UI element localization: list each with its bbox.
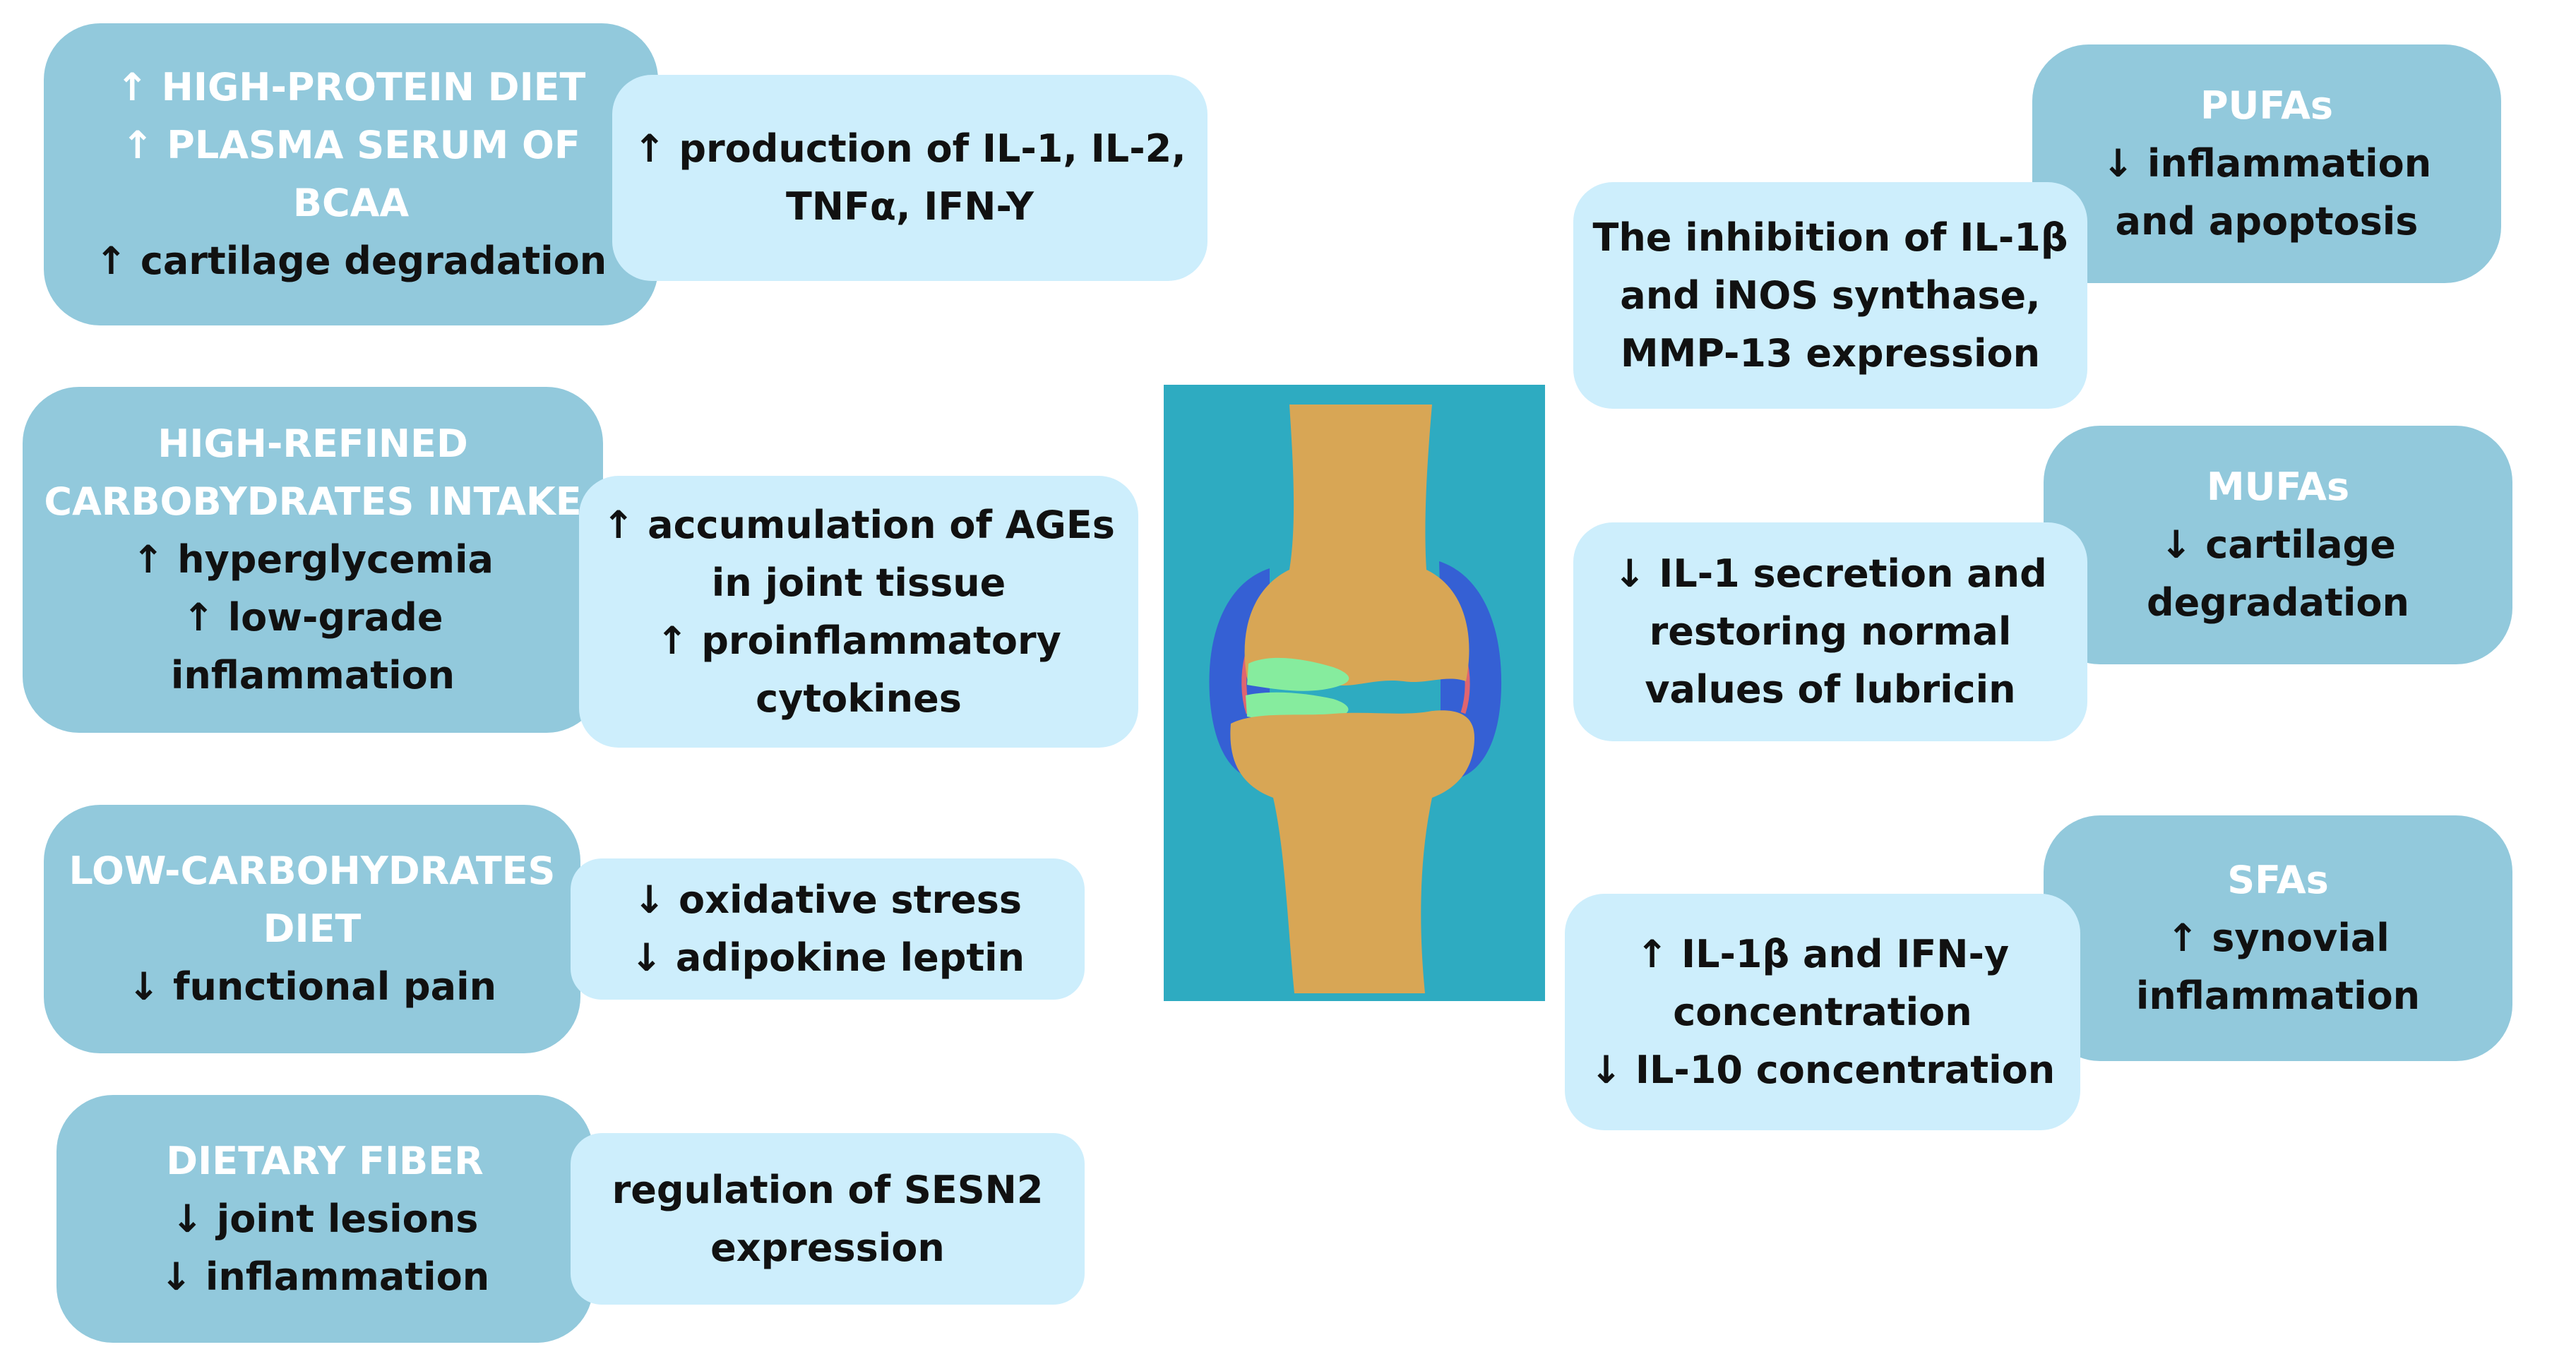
cartilage-degradation-text: cartilage degradation: [140, 239, 607, 283]
hyperglycemia-text: hyperglycemia: [177, 537, 494, 582]
regulation-of-sesn2-text: regulation of SESN2: [612, 1167, 1044, 1212]
dietary-fiber-heading: DIETARY FIBER: [166, 1138, 484, 1183]
functional-pain-text: functional pain: [173, 964, 497, 1009]
oxidative-stress-text: oxidative stress: [679, 878, 1022, 922]
refined-carbs-effect-box: ↑ accumulation of AGEs in joint tissue ↑…: [579, 476, 1138, 748]
up-arrow-icon: ↑: [2166, 916, 2199, 960]
up-arrow-icon: ↑: [602, 502, 635, 547]
high-protein-diet-heading: HIGH-PROTEIN DIET: [161, 65, 586, 109]
tnf-ifn-text: TNFα, IFN-Y: [785, 184, 1034, 229]
down-arrow-icon: ↓: [1590, 1047, 1623, 1092]
sfas-heading: SFAs: [2227, 858, 2329, 902]
low-carb-diet-box: LOW-CARBOHYDRATES DIET ↓ functional pain: [44, 805, 580, 1053]
lower-bone: [1230, 710, 1474, 993]
il1-secretion-text: IL-1 secretion and: [1659, 551, 2047, 596]
up-arrow-icon: ↑: [633, 126, 666, 171]
il10-concentration-text: IL-10 concentration: [1635, 1047, 2056, 1092]
down-arrow-icon: ↓: [633, 878, 666, 922]
mufas-heading: MUFAs: [2206, 465, 2350, 509]
low-grade-text: low-grade: [227, 595, 443, 640]
pufa-inflammation-text: inflammation: [2147, 141, 2432, 186]
inos-synthase-text: and iNOS synthase,: [1620, 273, 2041, 318]
mufas-box: MUFAs ↓ cartilage degradation: [2044, 426, 2512, 664]
inflammation-text: inflammation: [170, 653, 455, 698]
knee-joint-illustration: [1164, 385, 1545, 1001]
production-of-il-text: production of IL-1, IL-2,: [679, 126, 1186, 171]
in-joint-tissue-text: in joint tissue: [711, 560, 1006, 605]
concentration-text: concentration: [1673, 989, 1972, 1034]
sfas-box: SFAs ↑ synovial inflammation: [2044, 815, 2512, 1061]
down-arrow-icon: ↓: [160, 1254, 193, 1299]
and-apoptosis-text: and apoptosis: [2115, 199, 2419, 244]
upper-bone: [1244, 405, 1469, 686]
adipokine-leptin-text: adipokine leptin: [675, 935, 1025, 980]
sfa-effect-box: ↑ IL-1β and IFN-y concentration ↓ IL-10 …: [1565, 894, 2080, 1130]
pufas-box: PUFAs ↓ inflammation and apoptosis: [2032, 44, 2501, 283]
joint-lesions-text: joint lesions: [216, 1196, 479, 1241]
values-of-lubricin-text: values of lubricin: [1645, 667, 2016, 712]
mufa-effect-box: ↓ IL-1 secretion and restoring normal va…: [1573, 522, 2087, 741]
sfa-inflammation-text: inflammation: [2135, 974, 2421, 1018]
synovial-text: synovial: [2212, 916, 2390, 960]
down-arrow-icon: ↓: [1614, 551, 1646, 596]
high-protein-diet-box: ↑ HIGH-PROTEIN DIET ↑ PLASMA SERUM OF BC…: [44, 23, 658, 325]
up-arrow-icon: ↑: [656, 618, 688, 663]
low-carb-effect-box: ↓ oxidative stress ↓ adipokine leptin: [571, 858, 1085, 1000]
bcaa-heading: BCAA: [292, 181, 410, 225]
inhibition-of-il1b-text: The inhibition of IL-1β: [1592, 215, 2068, 260]
pufa-effect-box: The inhibition of IL-1β and iNOS synthas…: [1573, 182, 2087, 409]
il1b-ifn-text: IL-1β and IFN-y: [1681, 931, 2010, 976]
proinflammatory-text: proinflammatory: [701, 618, 1061, 663]
up-arrow-icon: ↑: [121, 123, 154, 167]
high-refined-carbs-box: HIGH-REFINED CARBOBYDRATES INTAKE ↑ hype…: [23, 387, 603, 733]
accumulation-of-ages-text: accumulation of AGEs: [648, 502, 1115, 547]
restoring-normal-text: restoring normal: [1649, 609, 2012, 654]
high-refined-heading: HIGH-REFINED: [157, 421, 468, 466]
up-arrow-icon: ↑: [182, 595, 215, 640]
expression-text: expression: [710, 1225, 945, 1270]
mufa-cartilage-text: cartilage: [2205, 522, 2396, 567]
down-arrow-icon: ↓: [2101, 141, 2135, 186]
up-arrow-icon: ↑: [132, 537, 165, 582]
fiber-effect-box: regulation of SESN2 expression: [571, 1133, 1085, 1305]
down-arrow-icon: ↓: [630, 935, 663, 980]
dietary-fiber-box: DIETARY FIBER ↓ joint lesions ↓ inflamma…: [56, 1095, 593, 1343]
low-carbohydrates-heading: LOW-CARBOHYDRATES: [68, 849, 556, 893]
up-arrow-icon: ↑: [95, 239, 128, 283]
up-arrow-icon: ↑: [116, 65, 148, 109]
carbohydrates-intake-heading: CARBOBYDRATES INTAKE: [44, 479, 582, 524]
mmp13-expression-text: MMP-13 expression: [1620, 330, 2041, 376]
fiber-inflammation-text: inflammation: [205, 1254, 490, 1299]
plasma-serum-heading: PLASMA SERUM OF: [167, 123, 580, 167]
down-arrow-icon: ↓: [127, 964, 160, 1009]
diet-heading: DIET: [263, 906, 362, 951]
up-arrow-icon: ↑: [1635, 931, 1669, 976]
pufas-heading: PUFAs: [2200, 83, 2334, 128]
protein-effect-box: ↑ production of IL-1, IL-2, TNFα, IFN-Y: [612, 75, 1208, 281]
down-arrow-icon: ↓: [2160, 522, 2193, 567]
mufa-degradation-text: degradation: [2147, 580, 2409, 625]
cytokines-text: cytokines: [756, 676, 962, 721]
cartilage-upper: [1247, 657, 1349, 691]
down-arrow-icon: ↓: [171, 1196, 203, 1241]
